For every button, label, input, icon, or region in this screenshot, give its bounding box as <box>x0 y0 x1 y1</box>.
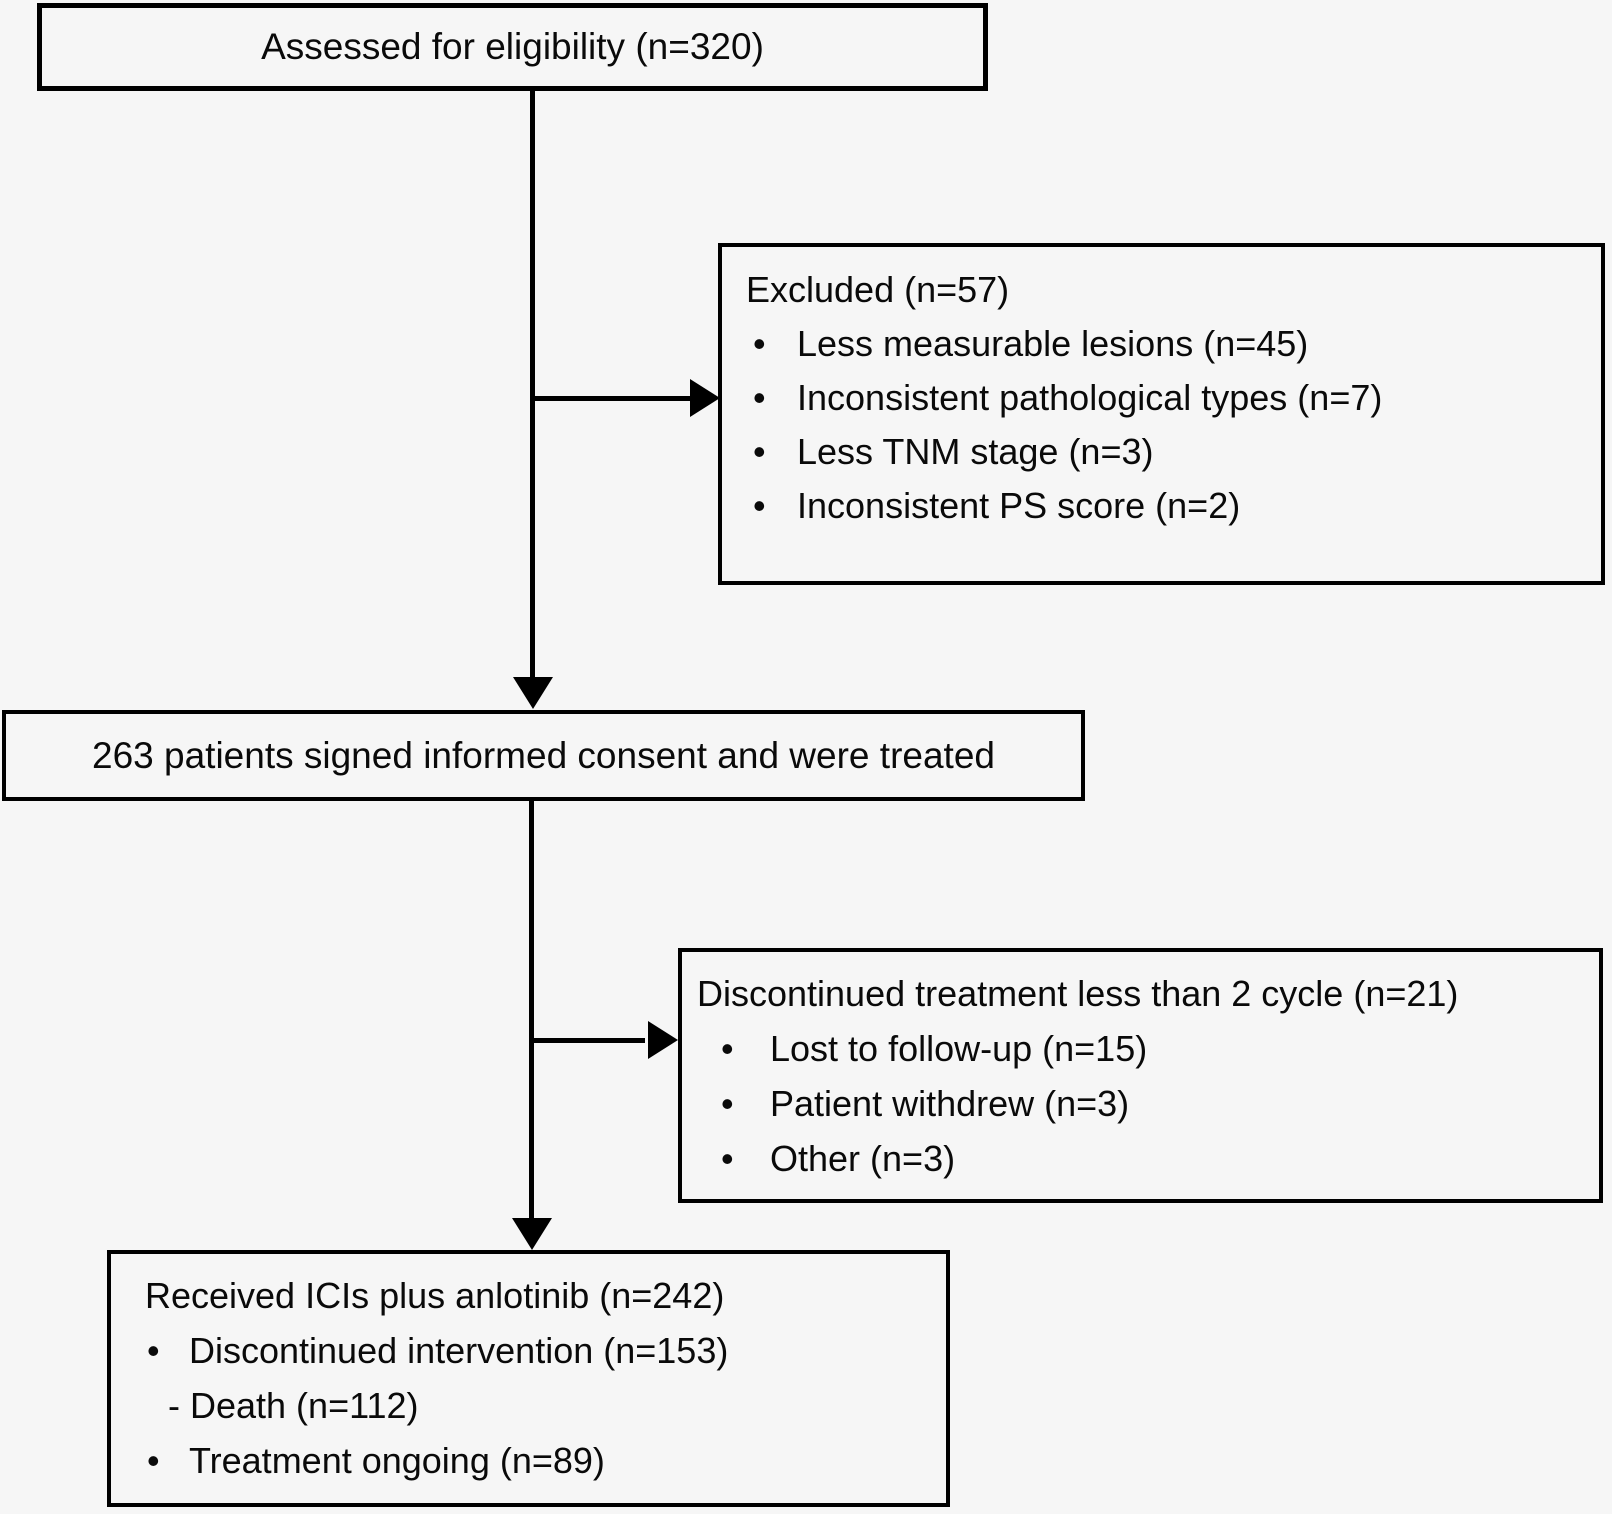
discontinued-item: • Other (n=3) <box>697 1131 1591 1186</box>
bullet-icon: • <box>147 1330 160 1371</box>
excluded-item: • Less measurable lesions (n=45) <box>746 317 1593 371</box>
discontinued-item-text: Lost to follow-up (n=15) <box>770 1028 1148 1069</box>
bullet-icon: • <box>721 1028 734 1069</box>
arrowhead-right-icon <box>648 1021 678 1059</box>
received-item: • Discontinued intervention (n=153) <box>111 1323 938 1378</box>
received-item: • Treatment ongoing (n=89) <box>111 1433 938 1488</box>
bullet-icon: • <box>753 377 766 418</box>
received-item-text: Treatment ongoing (n=89) <box>189 1440 605 1481</box>
excluded-box: Excluded (n=57) • Less measurable lesion… <box>718 243 1605 585</box>
connector-vertical-line <box>530 89 535 678</box>
assessed-eligibility-text: Assessed for eligibility (n=320) <box>261 26 764 67</box>
bullet-icon: • <box>721 1138 734 1179</box>
excluded-item: • Inconsistent PS score (n=2) <box>746 479 1593 533</box>
excluded-item: • Inconsistent pathological types (n=7) <box>746 371 1593 425</box>
connector-vertical-line <box>529 801 534 1218</box>
received-title: Received ICIs plus anlotinib (n=242) <box>145 1275 725 1316</box>
bullet-icon: • <box>721 1083 734 1124</box>
arrowhead-down-icon <box>513 677 553 709</box>
arrowhead-right-icon <box>690 379 720 417</box>
excluded-item-text: Inconsistent PS score (n=2) <box>797 485 1241 526</box>
discontinued-title: Discontinued treatment less than 2 cycle… <box>697 973 1459 1014</box>
excluded-item: • Less TNM stage (n=3) <box>746 425 1593 479</box>
connector-horizontal-line <box>531 1038 645 1043</box>
received-subitem-death: - Death (n=112) <box>168 1385 419 1426</box>
discontinued-item-text: Patient withdrew (n=3) <box>770 1083 1130 1124</box>
excluded-item-text: Less measurable lesions (n=45) <box>797 323 1309 364</box>
consented-text: 263 patients signed informed consent and… <box>92 734 995 776</box>
received-item-text: Discontinued intervention (n=153) <box>189 1330 729 1371</box>
connector-horizontal-line <box>532 396 692 401</box>
discontinued-item: • Lost to follow-up (n=15) <box>697 1021 1591 1076</box>
bullet-icon: • <box>147 1440 160 1481</box>
received-treatment-box: Received ICIs plus anlotinib (n=242) • D… <box>107 1250 950 1507</box>
excluded-item-text: Inconsistent pathological types (n=7) <box>797 377 1383 418</box>
arrowhead-down-icon <box>512 1218 552 1250</box>
discontinued-item: • Patient withdrew (n=3) <box>697 1076 1591 1131</box>
excluded-item-text: Less TNM stage (n=3) <box>797 431 1154 472</box>
excluded-title: Excluded (n=57) <box>746 269 1010 310</box>
discontinued-item-text: Other (n=3) <box>770 1138 956 1179</box>
bullet-icon: • <box>753 431 766 472</box>
assessed-eligibility-box: Assessed for eligibility (n=320) <box>37 3 988 91</box>
bullet-icon: • <box>753 485 766 526</box>
consented-box: 263 patients signed informed consent and… <box>2 710 1085 801</box>
bullet-icon: • <box>753 323 766 364</box>
discontinued-treatment-box: Discontinued treatment less than 2 cycle… <box>678 948 1603 1203</box>
